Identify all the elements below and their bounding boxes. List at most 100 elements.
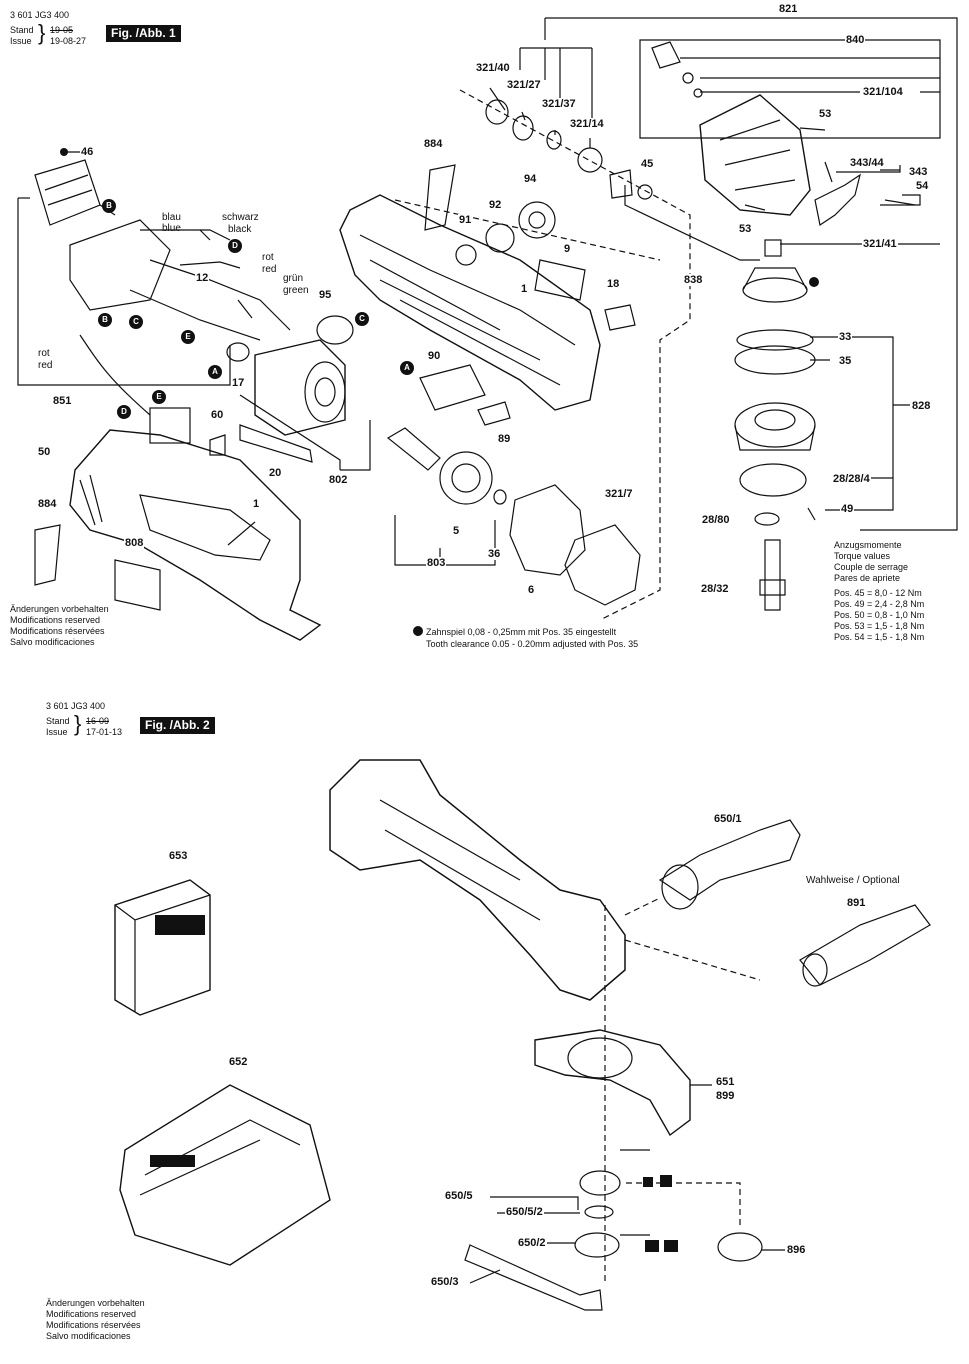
part-number-label: 1 — [252, 498, 261, 510]
part-number-label: 17 — [231, 377, 246, 389]
part-number-label: 53 — [818, 108, 833, 120]
part-number-label: 49 — [840, 503, 855, 515]
part-number-label: 321/41 — [862, 238, 898, 250]
part-number-label: 899 — [715, 1090, 736, 1102]
torque-row: Pos. 45 = 8,0 - 12 Nm — [834, 588, 922, 598]
optional-label: Wahlweise / Optional — [806, 875, 900, 886]
stand-label: Stand — [10, 25, 34, 35]
part-number-label: 18 — [606, 278, 621, 290]
tooth-clearance-note-en: Tooth clearance 0.05 - 0.20mm adjusted w… — [426, 639, 639, 649]
part-number-label: 36 — [487, 548, 502, 560]
modifications-note: Modifications réservées — [46, 1320, 141, 1330]
stand-old-value: 19-05 — [50, 25, 74, 35]
part-number-label: 851 — [52, 395, 73, 407]
strip-884-upper — [424, 164, 456, 231]
part-number-label: 650/2 — [517, 1237, 547, 1249]
part-number-label: 803 — [426, 557, 447, 569]
battery-653 — [114, 879, 211, 1016]
gear-head-housing — [699, 94, 811, 216]
part-number-label: 652 — [228, 1056, 249, 1068]
wire-label: rot — [262, 252, 274, 263]
part-number-label: 12 — [195, 272, 210, 284]
connector-balloon: D — [228, 239, 242, 253]
wire-label: blau — [162, 212, 181, 223]
part-number-label: 20 — [268, 467, 283, 479]
part-number-label: 6 — [527, 584, 536, 596]
connector-balloon: B — [98, 313, 112, 327]
torque-title: Anzugsmomente — [834, 540, 902, 550]
part-number-label: 95 — [318, 289, 333, 301]
charger-652 — [119, 1084, 331, 1266]
torque-row: Pos. 53 = 1,5 - 1,8 Nm — [834, 621, 925, 631]
part-number-label: 89 — [497, 433, 512, 445]
connector-balloon: C — [355, 312, 369, 326]
switch-block — [149, 407, 191, 444]
issue-label: Issue — [10, 36, 32, 46]
tool-body — [329, 759, 626, 1001]
figure-title-2: Fig. /Abb. 2 — [140, 717, 215, 734]
torque-row: Pos. 54 = 1,5 - 1,8 Nm — [834, 632, 925, 642]
part-number-label: 94 — [523, 173, 538, 185]
part-number-label: 650/5/2 — [505, 1206, 544, 1218]
modifications-note: Änderungen vorbehalten — [10, 604, 109, 614]
lever-20 — [239, 424, 313, 463]
wrench-650-3 — [464, 1244, 603, 1311]
doc-number: 3 601 JG3 400 — [46, 701, 106, 711]
part-number-label: 60 — [210, 409, 225, 421]
torque-row: Pos. 50 = 0,8 - 1,0 Nm — [834, 610, 925, 620]
issue-label: Issue — [46, 727, 68, 737]
part-number-label: 650/5 — [444, 1190, 474, 1202]
wire-label: green — [283, 285, 309, 296]
torque-title: Couple de serrage — [834, 562, 909, 572]
wire-label: red — [38, 360, 53, 371]
part-number-label: 838 — [683, 274, 704, 286]
issue-date: 17-01-13 — [86, 727, 123, 737]
doc-number: 3 601 JG3 400 — [10, 10, 70, 20]
strip-884-lower — [34, 524, 61, 586]
part-number-label: 651 — [715, 1076, 736, 1088]
torque-title: Torque values — [834, 551, 891, 561]
part-number-label: 1 — [520, 283, 529, 295]
bearing-cover-6 — [509, 484, 586, 576]
motor — [254, 339, 346, 436]
part-number-label: 321/104 — [862, 86, 904, 98]
wire-label: blue — [162, 223, 181, 234]
stand-label: Stand — [46, 716, 70, 726]
connector-balloon: E — [152, 390, 166, 404]
modifications-note: Salvo modificaciones — [46, 1331, 131, 1341]
part-number-label: 828 — [911, 400, 932, 412]
leader-840 — [639, 39, 941, 139]
part-number-label: 653 — [168, 850, 189, 862]
connector-balloon: A — [400, 361, 414, 375]
part-number-label: 321/7 — [604, 488, 634, 500]
electronics-module — [69, 219, 171, 311]
torque-title: Pares de apriete — [834, 573, 901, 583]
stand-old-value: 16-09 — [86, 716, 110, 726]
wire-label: schwarz — [222, 212, 259, 223]
guard-321-7 — [564, 524, 641, 606]
output-spindle — [764, 539, 781, 611]
part-number-label: 50 — [37, 446, 52, 458]
tooth-clearance-note-de: Zahnspiel 0,08 - 0,25mm mit Pos. 35 eing… — [426, 627, 617, 637]
modifications-note: Modifications reserved — [10, 615, 101, 625]
modifications-note: Änderungen vorbehalten — [46, 1298, 145, 1308]
connector-balloon: C — [129, 315, 143, 329]
part-number-label: 45 — [640, 158, 655, 170]
part-number-label: 5 — [452, 525, 461, 537]
part-number-label: 821 — [778, 3, 799, 15]
battery-terminal — [34, 159, 101, 226]
part-number-label: 90 — [427, 350, 442, 362]
issue-date: 19-08-27 — [50, 36, 87, 46]
wire-label: grün — [283, 273, 304, 284]
part-number-label: 321/40 — [475, 62, 511, 74]
handle-891 — [799, 904, 931, 986]
part-number-label: 92 — [488, 199, 503, 211]
part-number-label: 808 — [124, 537, 145, 549]
part-number-label: 321/27 — [506, 79, 542, 91]
module-90 — [419, 364, 486, 411]
torque-row: Pos. 49 = 2,4 - 2,8 Nm — [834, 599, 925, 609]
modifications-note: Modifications réservées — [10, 626, 105, 636]
figure-title-1: Fig. /Abb. 1 — [106, 25, 181, 42]
part-number-label: 884 — [423, 138, 444, 150]
